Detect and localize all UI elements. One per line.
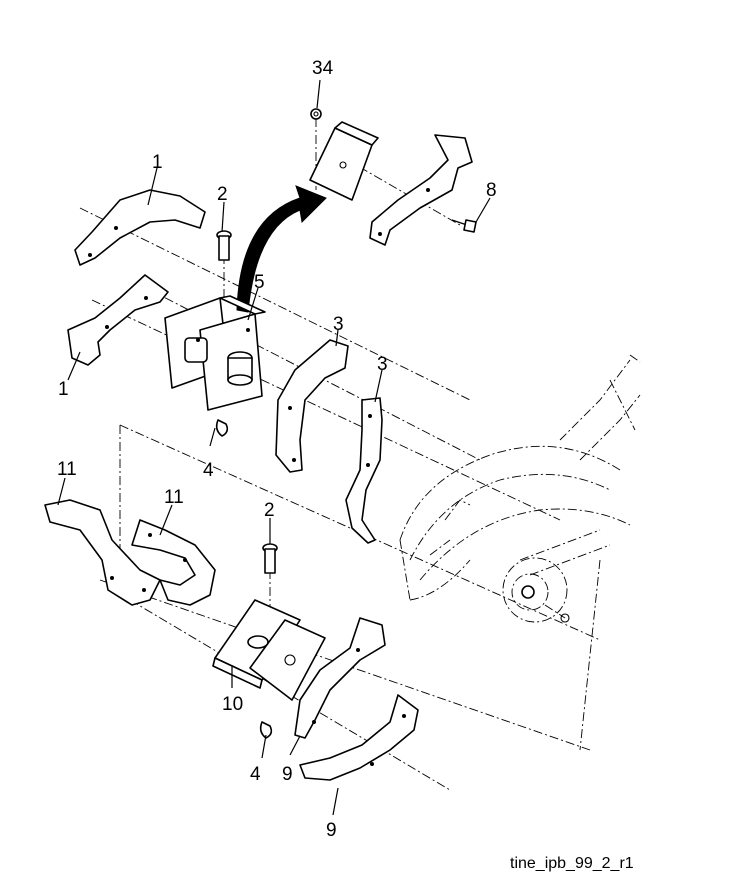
callout-10: 10 (222, 694, 243, 715)
hub-assembly-10 (212, 599, 326, 701)
callout-8: 8 (486, 180, 497, 201)
tine-1-lower (67, 274, 169, 366)
callout-1-bottom: 1 (58, 379, 69, 400)
tine-11-left (44, 499, 161, 606)
callout-11-right: 11 (164, 487, 184, 508)
tine-9-bottom (299, 694, 419, 781)
leader-lines (57, 79, 491, 816)
callout-3-right: 3 (377, 354, 388, 375)
pin-2-upper (216, 230, 232, 261)
callout-3-left: 3 (333, 314, 344, 335)
callout-5: 5 (254, 272, 265, 293)
detail-nut-34 (310, 108, 322, 120)
callout-1-top: 1 (152, 152, 163, 173)
tiller-housing (399, 354, 641, 623)
detail-tine (369, 134, 473, 246)
callout-9-bottom: 9 (326, 820, 337, 841)
callout-4-top: 4 (203, 460, 214, 481)
tine-1-upper (74, 189, 206, 266)
callout-4-bottom: 4 (250, 764, 261, 785)
callout-2-top: 2 (217, 184, 228, 205)
callout-34: 34 (312, 58, 334, 79)
detail-arrow (236, 185, 327, 313)
tine-3-right (345, 397, 383, 544)
callout-9-left: 9 (282, 764, 293, 785)
tine-9-left (294, 617, 386, 739)
detail-bolt-8 (451, 219, 477, 233)
detail-bracket (309, 121, 379, 201)
clip-4-upper (209, 419, 229, 447)
callout-11-left: 11 (57, 459, 77, 480)
hub-assembly-5 (164, 295, 266, 411)
tine-11-right (131, 519, 216, 606)
pin-2-lower (262, 543, 278, 574)
figure-caption: tine_ipb_99_2_r1 (510, 855, 634, 872)
tine-3-left (275, 339, 349, 473)
callout-2-bottom: 2 (264, 500, 275, 521)
